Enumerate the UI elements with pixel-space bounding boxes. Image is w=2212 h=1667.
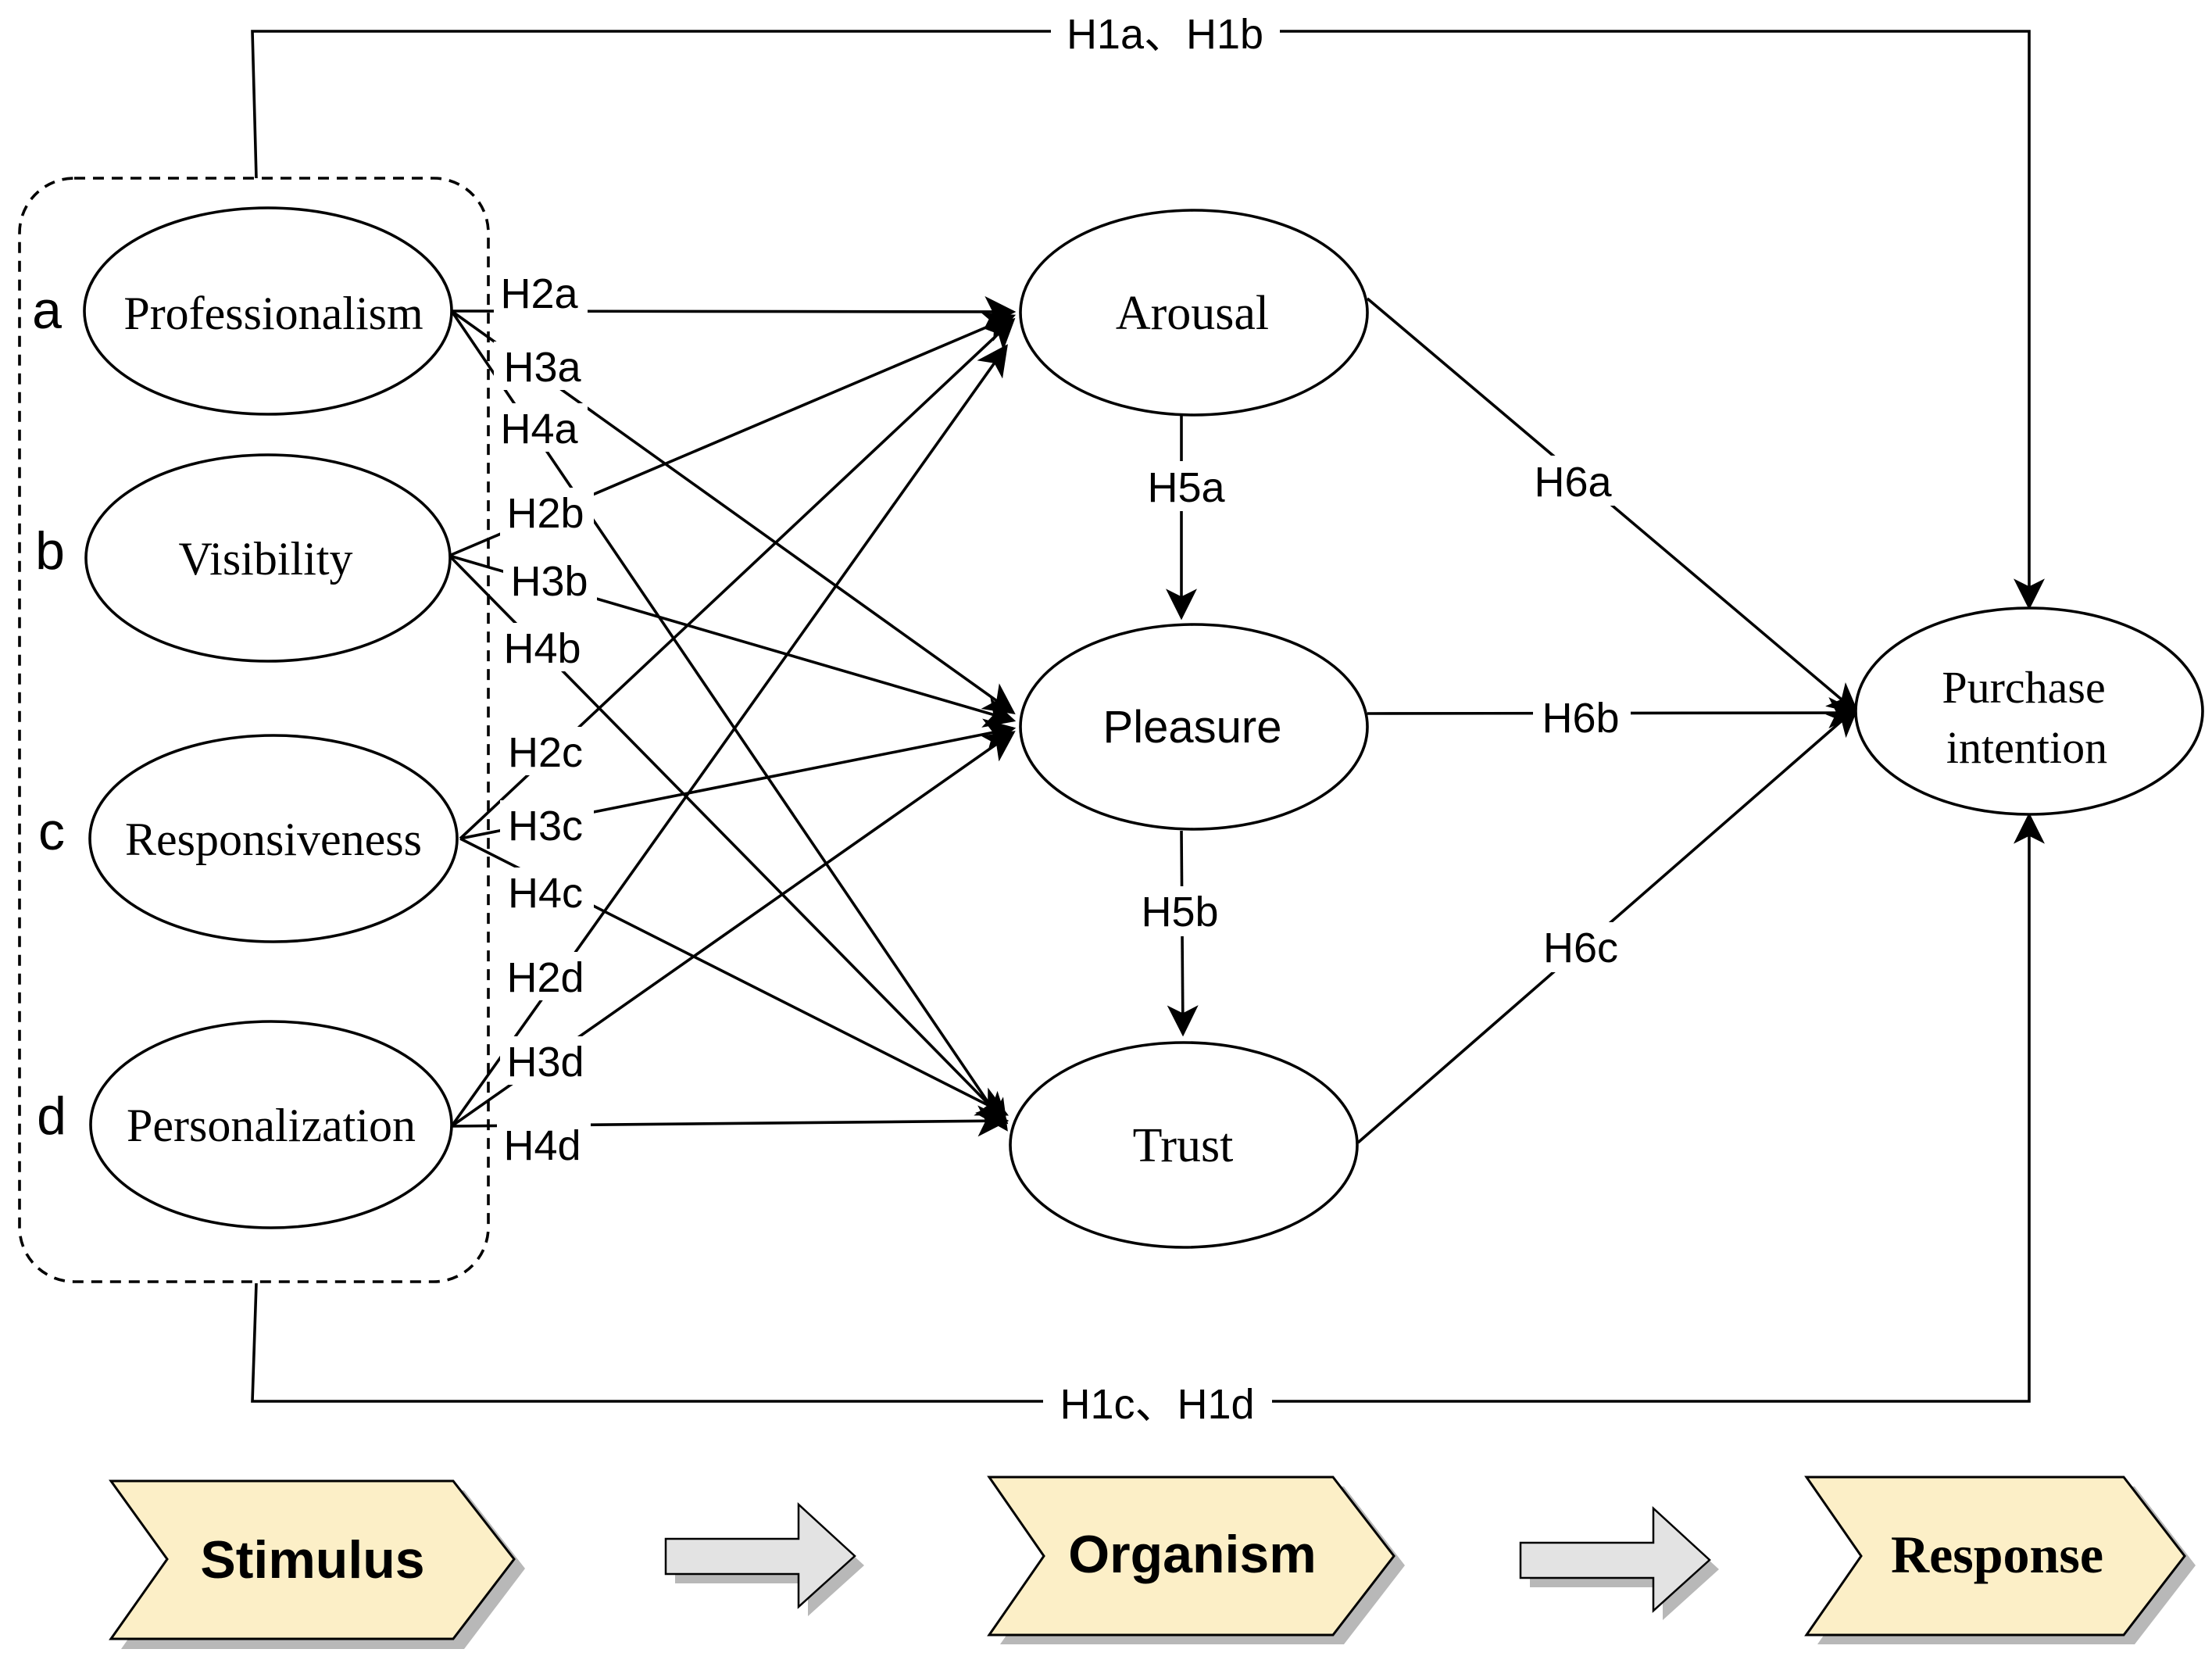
label-h2c: H2c bbox=[508, 729, 583, 776]
label-h6b: H6b bbox=[1542, 695, 1619, 742]
label-h6a: H6a bbox=[1534, 459, 1612, 506]
label-h4b: H4b bbox=[503, 625, 581, 672]
stage-response: Response bbox=[1804, 1476, 2196, 1644]
label-h4c: H4c bbox=[508, 870, 583, 917]
personalization-label: Personalization bbox=[127, 1100, 416, 1151]
purchase-intention-label-line2: intention bbox=[1946, 722, 2107, 773]
label-h3b: H3b bbox=[510, 558, 588, 605]
label-h3c: H3c bbox=[508, 803, 583, 850]
h1-top-label: H1a、H1b bbox=[1067, 11, 1263, 58]
stage-response-label: Response bbox=[1891, 1525, 2103, 1584]
stage-organism-label: Organism bbox=[1068, 1525, 1316, 1584]
h2-h4-labels: H2a H3a H4a H2b H3b H4b H2c H3c H4c H2d … bbox=[494, 268, 597, 1169]
h1-bottom-label: H1c、H1d bbox=[1060, 1381, 1254, 1428]
professionalism-node bbox=[83, 206, 453, 416]
stimulus-letters: a b c d bbox=[32, 281, 66, 1146]
purchase-intention-label-line1: Purchase bbox=[1942, 662, 2105, 713]
label-h2b: H2b bbox=[506, 490, 584, 537]
label-h5b: H5b bbox=[1141, 889, 1218, 935]
purchase-intention-node bbox=[1854, 606, 2204, 816]
label-h4d: H4d bbox=[503, 1122, 581, 1169]
letter-d: d bbox=[37, 1086, 66, 1146]
organism-constructs: Arousal Pleasure Trust bbox=[1009, 209, 1369, 1249]
label-h5a: H5a bbox=[1147, 464, 1225, 511]
responsiveness-node bbox=[88, 734, 459, 943]
label-h2d: H2d bbox=[506, 954, 584, 1001]
stimulus-constructs: Professionalism Visibility Responsivenes… bbox=[83, 206, 459, 1229]
letter-c: c bbox=[38, 802, 65, 861]
label-h2a: H2a bbox=[500, 270, 578, 317]
letter-a: a bbox=[32, 281, 62, 340]
pleasure-node bbox=[1019, 623, 1369, 831]
stage-arrow-2 bbox=[1519, 1506, 1719, 1620]
trust-node bbox=[1009, 1041, 1359, 1249]
visibility-label: Visibility bbox=[178, 533, 352, 585]
label-h6c: H6c bbox=[1543, 925, 1618, 971]
trust-label: Trust bbox=[1133, 1119, 1234, 1172]
arousal-label: Arousal bbox=[1116, 287, 1269, 340]
stage-arrow-1 bbox=[664, 1502, 864, 1616]
stimulus-group-box bbox=[18, 177, 490, 1283]
label-h3d: H3d bbox=[506, 1039, 584, 1086]
organism-edges: H5a H5b H6a H6b H6c bbox=[1131, 297, 1860, 1144]
stage-stimulus-label: Stimulus bbox=[200, 1530, 424, 1590]
label-h3a: H3a bbox=[503, 344, 581, 391]
responsiveness-label: Responsiveness bbox=[125, 814, 422, 865]
letter-b: b bbox=[35, 521, 65, 581]
professionalism-label: Professionalism bbox=[123, 288, 423, 339]
stage-stimulus: Stimulus bbox=[109, 1479, 525, 1649]
label-h4a: H4a bbox=[500, 406, 578, 453]
personalization-node bbox=[89, 1020, 453, 1229]
visibility-node bbox=[84, 453, 452, 663]
arousal-node bbox=[1019, 209, 1369, 417]
pleasure-label: Pleasure bbox=[1103, 702, 1282, 753]
stage-organism: Organism bbox=[987, 1476, 1405, 1644]
